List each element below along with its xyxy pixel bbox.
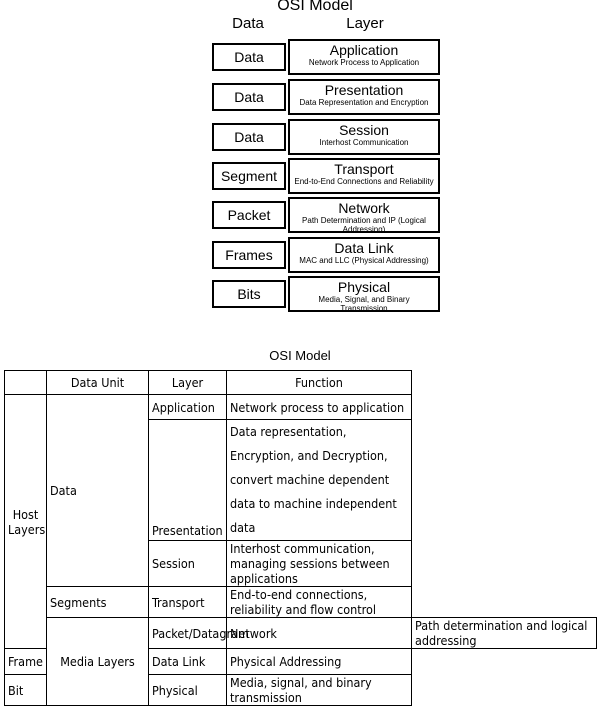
table-row: Media Layers Packet/Datagram Network Pat…: [5, 617, 597, 706]
function-network: Path determination and logical addressin…: [411, 617, 597, 649]
layer-box-session: Session Interhost Communication: [288, 119, 440, 155]
layer-name: Data Link: [334, 240, 394, 256]
table-row: Session Interhost communication, managin…: [5, 540, 597, 587]
unit-box-network: Packet: [212, 201, 286, 229]
layer-session: Session: [148, 540, 227, 587]
layer-description: End-to-End Connections and Reliability: [294, 177, 434, 186]
layer-box-transport: Transport End-to-End Connections and Rel…: [288, 158, 440, 194]
function-application: Network process to application: [226, 394, 412, 420]
layer-name: Physical: [337, 279, 391, 295]
layer-description: Network Process to Application: [308, 58, 420, 67]
layer-data-link: Data Link: [148, 648, 227, 675]
unit-box-session: Data: [212, 123, 286, 151]
unit-box-presentation: Data: [212, 83, 286, 111]
layer-presentation: Presentation: [148, 419, 227, 541]
layer-description: Data Representation and Encryption: [299, 98, 429, 107]
diagram-header-data: Data: [232, 15, 264, 32]
layer-name: Application: [329, 42, 399, 58]
table-row: Presentation Data representation, Encryp…: [5, 419, 597, 541]
layer-name: Transport: [334, 161, 394, 177]
unit-box-data-link: Frames: [212, 241, 286, 269]
diagram-header-layer: Layer: [346, 15, 384, 32]
function-presentation: Data representation, Encryption, and Dec…: [226, 419, 412, 541]
table-header-row: Data Unit Layer Function: [4, 370, 597, 395]
unit-packet: Packet/Datagram: [148, 617, 249, 649]
unit-box-physical: Bits: [212, 280, 286, 308]
layer-name: Network: [338, 200, 390, 216]
layer-name: Session: [339, 122, 389, 138]
diagram-title: OSI Model: [277, 0, 353, 14]
layer-box-network: Network Path Determination and IP (Logic…: [288, 197, 440, 233]
group-host-layers: Host Layers: [4, 394, 47, 649]
layer-description: MAC and LLC (Physical Addressing): [299, 256, 429, 265]
osi-table: Data Unit Layer Function Host Layers Dat…: [4, 370, 597, 706]
header-layer: Layer: [148, 370, 227, 395]
layer-description: Path Determination and IP (Logical Addre…: [302, 216, 426, 233]
function-data-link: Physical Addressing: [226, 648, 412, 675]
layer-name: Presentation: [324, 82, 404, 98]
layer-description: Media, Signal, and Binary Transmission: [318, 295, 410, 312]
table-row: Host Layers Data Application Network pro…: [4, 394, 597, 649]
layer-network: Network: [226, 617, 412, 649]
unit-bit: Bit: [4, 674, 47, 706]
layer-physical: Physical: [148, 674, 227, 706]
unit-box-transport: Segment: [212, 162, 286, 190]
header-function: Function: [226, 370, 412, 395]
function-session: Interhost communication, managing sessio…: [226, 540, 412, 587]
layer-box-application: Application Network Process to Applicati…: [288, 39, 440, 75]
header-group: [4, 370, 47, 395]
layer-box-data-link: Data Link MAC and LLC (Physical Addressi…: [288, 237, 440, 273]
unit-box-application: Data: [212, 43, 286, 71]
layer-application: Application: [148, 394, 227, 420]
layer-box-presentation: Presentation Data Representation and Enc…: [288, 79, 440, 115]
layer-box-physical: Physical Media, Signal, and Binary Trans…: [288, 276, 440, 312]
table-title: OSI Model: [269, 348, 331, 363]
unit-frame: Frame: [4, 648, 47, 675]
group-media-layers: Media Layers: [46, 617, 149, 706]
layer-description: Interhost Communication: [319, 138, 409, 147]
unit-data: Data: [46, 394, 149, 587]
function-physical: Media, signal, and binary transmission: [226, 674, 412, 706]
header-data-unit: Data Unit: [46, 370, 149, 395]
